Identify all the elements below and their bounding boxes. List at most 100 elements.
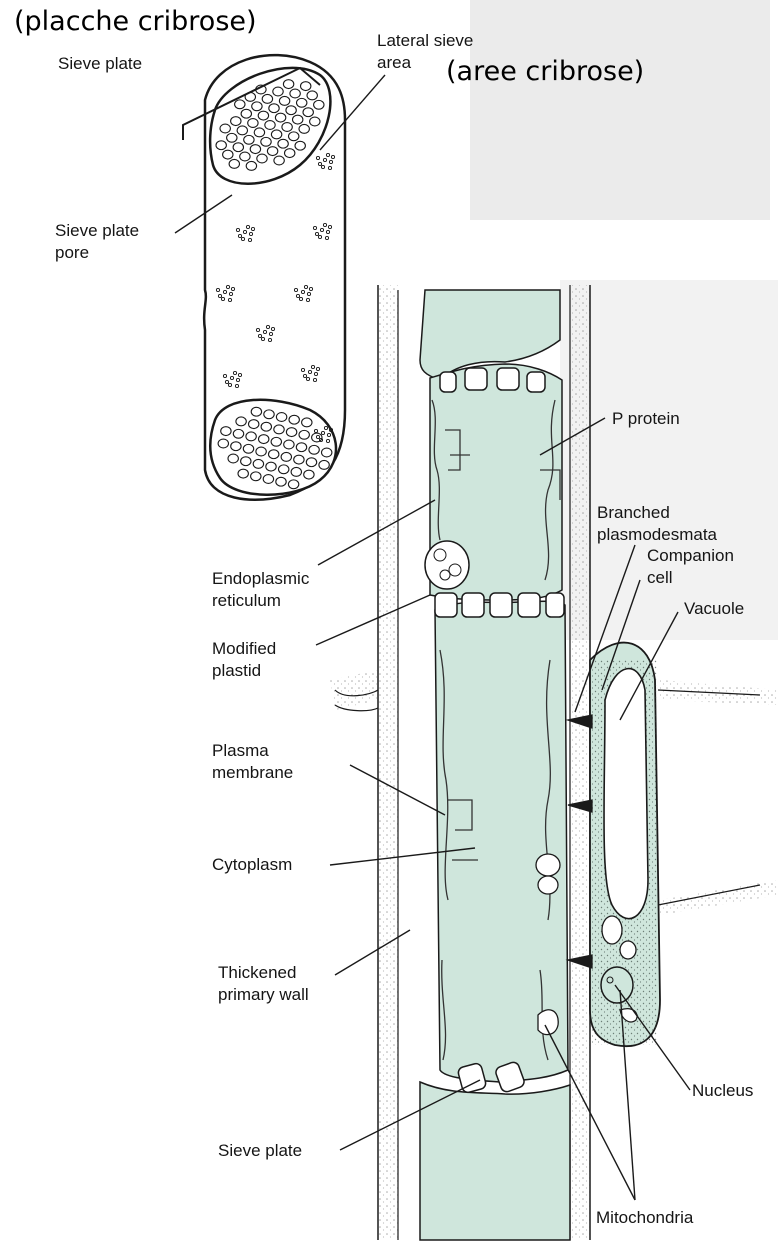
label-companion-2: cell <box>647 567 673 588</box>
sieve-pore <box>218 439 228 448</box>
sieve-pore <box>237 126 247 135</box>
label-branched-1: Branched <box>597 502 670 523</box>
label-modified-2: plastid <box>212 660 261 681</box>
sieve-pore <box>284 440 294 449</box>
sieve-pore <box>303 108 313 117</box>
sieve-pore <box>269 104 279 113</box>
companion-mitochondrion <box>602 916 622 944</box>
sieve-pore <box>274 425 284 434</box>
sieve-pore <box>286 428 296 437</box>
sieve-pore <box>276 413 286 422</box>
sieve-pore <box>267 147 277 156</box>
sieve-pore <box>288 480 298 489</box>
sieve-pore <box>275 113 285 122</box>
sieve-pore <box>248 119 258 128</box>
sieve-pore <box>271 130 281 139</box>
vacuole <box>604 669 648 919</box>
sieve-pore <box>240 152 250 161</box>
sieve-pore <box>216 141 226 150</box>
sieve-pore <box>241 457 251 466</box>
sieve-pore <box>251 472 261 481</box>
label-lateral-sieve-1: Lateral sieve <box>377 30 473 51</box>
label-p-protein: P protein <box>612 408 680 429</box>
label-sieve-plate-top: Sieve plate <box>58 53 142 74</box>
sieve-pore <box>302 418 312 427</box>
nucleus <box>601 967 633 1003</box>
sieve-pore <box>250 145 260 154</box>
label-thick-2: primary wall <box>218 984 309 1005</box>
cytoplasm-bottom <box>420 1082 570 1240</box>
sieve-pore <box>220 124 230 133</box>
sieve-pore <box>261 137 271 146</box>
label-er-2: reticulum <box>212 590 281 611</box>
sieve-pore <box>299 124 309 133</box>
sieve-pore <box>291 467 301 476</box>
sieve-pore <box>319 460 329 469</box>
sieve-pore <box>264 410 274 419</box>
sieve-pore <box>251 407 261 416</box>
sieve-pore <box>307 91 317 100</box>
sieve-pore <box>314 100 324 109</box>
sieve-pore <box>227 133 237 142</box>
sieve-pore <box>259 435 269 444</box>
label-pore-1: Sieve plate <box>55 220 139 241</box>
sieve-pore <box>293 115 303 124</box>
modified-plastid <box>425 541 469 589</box>
label-modified-1: Modified <box>212 638 276 659</box>
label-lateral-sieve-2: area <box>377 52 411 73</box>
sieve-element-overview <box>204 55 345 500</box>
sieve-pore <box>297 98 307 107</box>
sieve-pore <box>265 121 275 130</box>
sieve-pore <box>281 452 291 461</box>
sieve-pore <box>257 154 267 163</box>
label-companion-1: Companion <box>647 545 734 566</box>
left-wall <box>378 285 398 1240</box>
sieve-pore <box>243 444 253 453</box>
sieve-pore <box>309 445 319 454</box>
sieve-pore <box>233 143 243 152</box>
sieve-pore <box>253 459 263 468</box>
sieve-pore <box>290 89 300 98</box>
sieve-pore <box>289 415 299 424</box>
sieve-pore <box>285 149 295 158</box>
sieve-pore <box>231 117 241 126</box>
sieve-pore <box>296 443 306 452</box>
label-thick-1: Thickened <box>218 962 296 983</box>
sieve-pore <box>252 102 262 111</box>
sieve-pore <box>269 450 279 459</box>
sieve-pore <box>262 94 272 103</box>
sieve-pore <box>306 458 316 467</box>
label-er-1: Endoplasmic <box>212 568 309 589</box>
sieve-pore <box>266 462 276 471</box>
sieve-pore <box>276 477 286 486</box>
sieve-pore <box>235 100 245 109</box>
sieve-pore <box>279 465 289 474</box>
sieve-pore <box>271 437 281 446</box>
label-plasma-1: Plasma <box>212 740 269 761</box>
sieve-pore <box>263 475 273 484</box>
label-nucleus: Nucleus <box>692 1080 753 1101</box>
sieve-pore <box>289 132 299 141</box>
sieve-pore <box>273 87 283 96</box>
italian-aree-label: (aree cribrose) <box>446 56 644 88</box>
sieve-pore <box>228 454 238 463</box>
sieve-pore <box>283 80 293 89</box>
label-branched-2: plasmodesmata <box>597 524 717 545</box>
sieve-pore <box>310 117 320 126</box>
label-mitochondria: Mitochondria <box>596 1207 693 1228</box>
sieve-pore <box>294 455 304 464</box>
sieve-pore <box>229 159 239 168</box>
sieve-pore <box>231 442 241 451</box>
sieve-pore <box>278 139 288 148</box>
sieve-pore <box>236 417 246 426</box>
sieve-pore <box>282 123 292 132</box>
label-pore-2: pore <box>55 242 89 263</box>
sieve-pore <box>241 109 251 118</box>
sieve-pore <box>254 128 264 137</box>
sieve-pore <box>322 448 332 457</box>
sieve-pore <box>238 469 248 478</box>
sieve-pore <box>221 427 231 436</box>
sieve-pore <box>301 82 311 91</box>
